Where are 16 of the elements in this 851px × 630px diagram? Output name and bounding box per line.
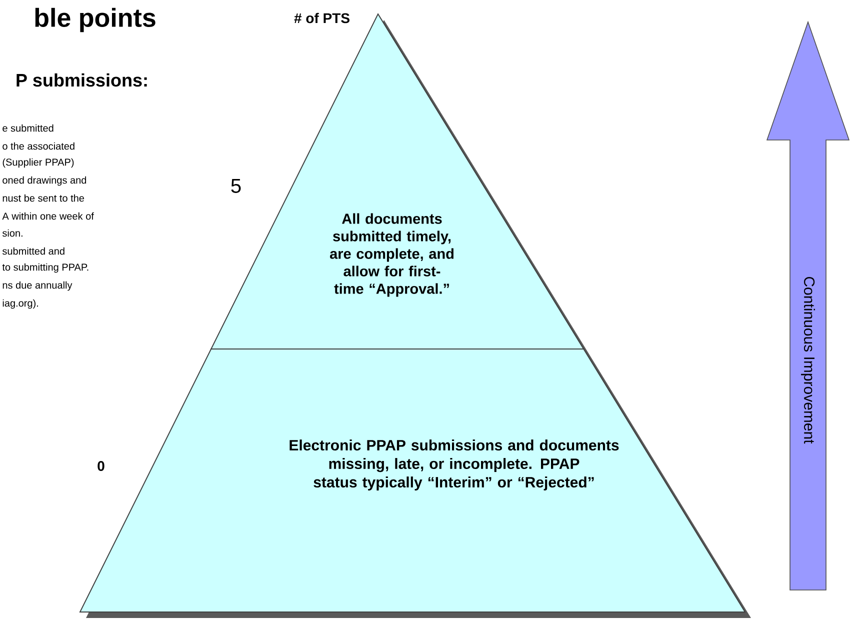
section-heading: P submissions: xyxy=(16,73,147,87)
point-value: 0 xyxy=(98,461,104,471)
note-text: ns due annually xyxy=(2,281,72,291)
note-text: iag.org). xyxy=(2,299,38,309)
point-value: 5 xyxy=(231,179,241,193)
note-text: nust be sent to the xyxy=(2,194,84,202)
note-text: oned drawings and xyxy=(2,176,86,186)
note-text: to submitting PPAP. xyxy=(2,263,88,273)
note-text: sion. xyxy=(2,229,22,237)
slide-title: ble points xyxy=(35,8,156,32)
note-text: A within one week of xyxy=(2,212,94,220)
note-text: (Supplier PPAP) xyxy=(2,158,74,168)
note-text: o the associated xyxy=(2,142,74,150)
note-text: submitted and xyxy=(2,247,64,255)
note-text: e submitted xyxy=(2,124,54,132)
axis-label: # of PTS xyxy=(294,12,350,24)
